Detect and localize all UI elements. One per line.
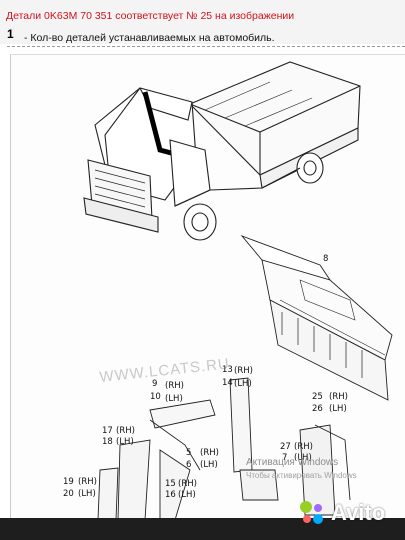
callout-18-side: (LH) <box>116 437 134 447</box>
callout-8: 8 <box>323 254 328 264</box>
callout-19-side: (RH) <box>78 477 97 487</box>
callout-7-side: (LH) <box>294 453 312 463</box>
avito-brand-text: Avito <box>331 500 386 525</box>
callout-19: 19 <box>63 477 74 487</box>
callout-5-side: (RH) <box>200 448 219 458</box>
avito-logo-icon <box>300 501 323 524</box>
callout-18: 18 <box>102 437 113 447</box>
callout-5: 5 <box>186 448 191 458</box>
page-title: Детали 0K63M 70 351 соответствует № 25 н… <box>6 10 295 22</box>
callout-14-side: (LH) <box>234 379 252 389</box>
callout-27-side: (RH) <box>294 442 313 452</box>
callout-16-side: (LH) <box>178 490 196 500</box>
callout-15: 15 <box>165 479 176 489</box>
note-number: 1 <box>7 27 14 41</box>
avito-watermark: Avito <box>298 497 385 529</box>
callout-26-side: (LH) <box>329 404 347 414</box>
callout-17-side: (RH) <box>116 426 135 436</box>
truck-illustration <box>83 61 361 241</box>
callout-15-side: (RH) <box>178 479 197 489</box>
callout-6: 6 <box>186 460 191 470</box>
callout-13: 13 <box>222 365 233 375</box>
callout-17: 17 <box>102 426 113 436</box>
callout-9: 9 <box>152 379 157 389</box>
divider <box>7 46 405 48</box>
header-bar <box>0 0 405 44</box>
callout-10-side: (LH) <box>165 394 183 404</box>
bottom-strip <box>0 518 405 540</box>
callout-7: 7 <box>282 453 287 463</box>
callout-20: 20 <box>63 489 74 499</box>
callout-25: 25 <box>312 392 323 402</box>
callout-16: 16 <box>165 490 176 500</box>
callout-14: 14 <box>222 378 233 388</box>
callout-10: 10 <box>150 392 161 402</box>
callout-27: 27 <box>280 442 291 452</box>
callout-13-side: (RH) <box>234 366 253 376</box>
windows-activation-text: Чтобы активировать Windows <box>246 471 357 480</box>
callout-9-side: (RH) <box>165 381 184 391</box>
windows-activation-title: Активация Windows <box>246 457 339 468</box>
callout-6-side: (LH) <box>200 460 218 470</box>
callout-20-side: (LH) <box>78 489 96 499</box>
rear-panel-assembly <box>240 234 393 401</box>
callout-26: 26 <box>312 404 323 414</box>
note-text: - Кол-во деталей устанавливаемых на авто… <box>24 32 275 44</box>
callout-25-side: (RH) <box>329 392 348 402</box>
